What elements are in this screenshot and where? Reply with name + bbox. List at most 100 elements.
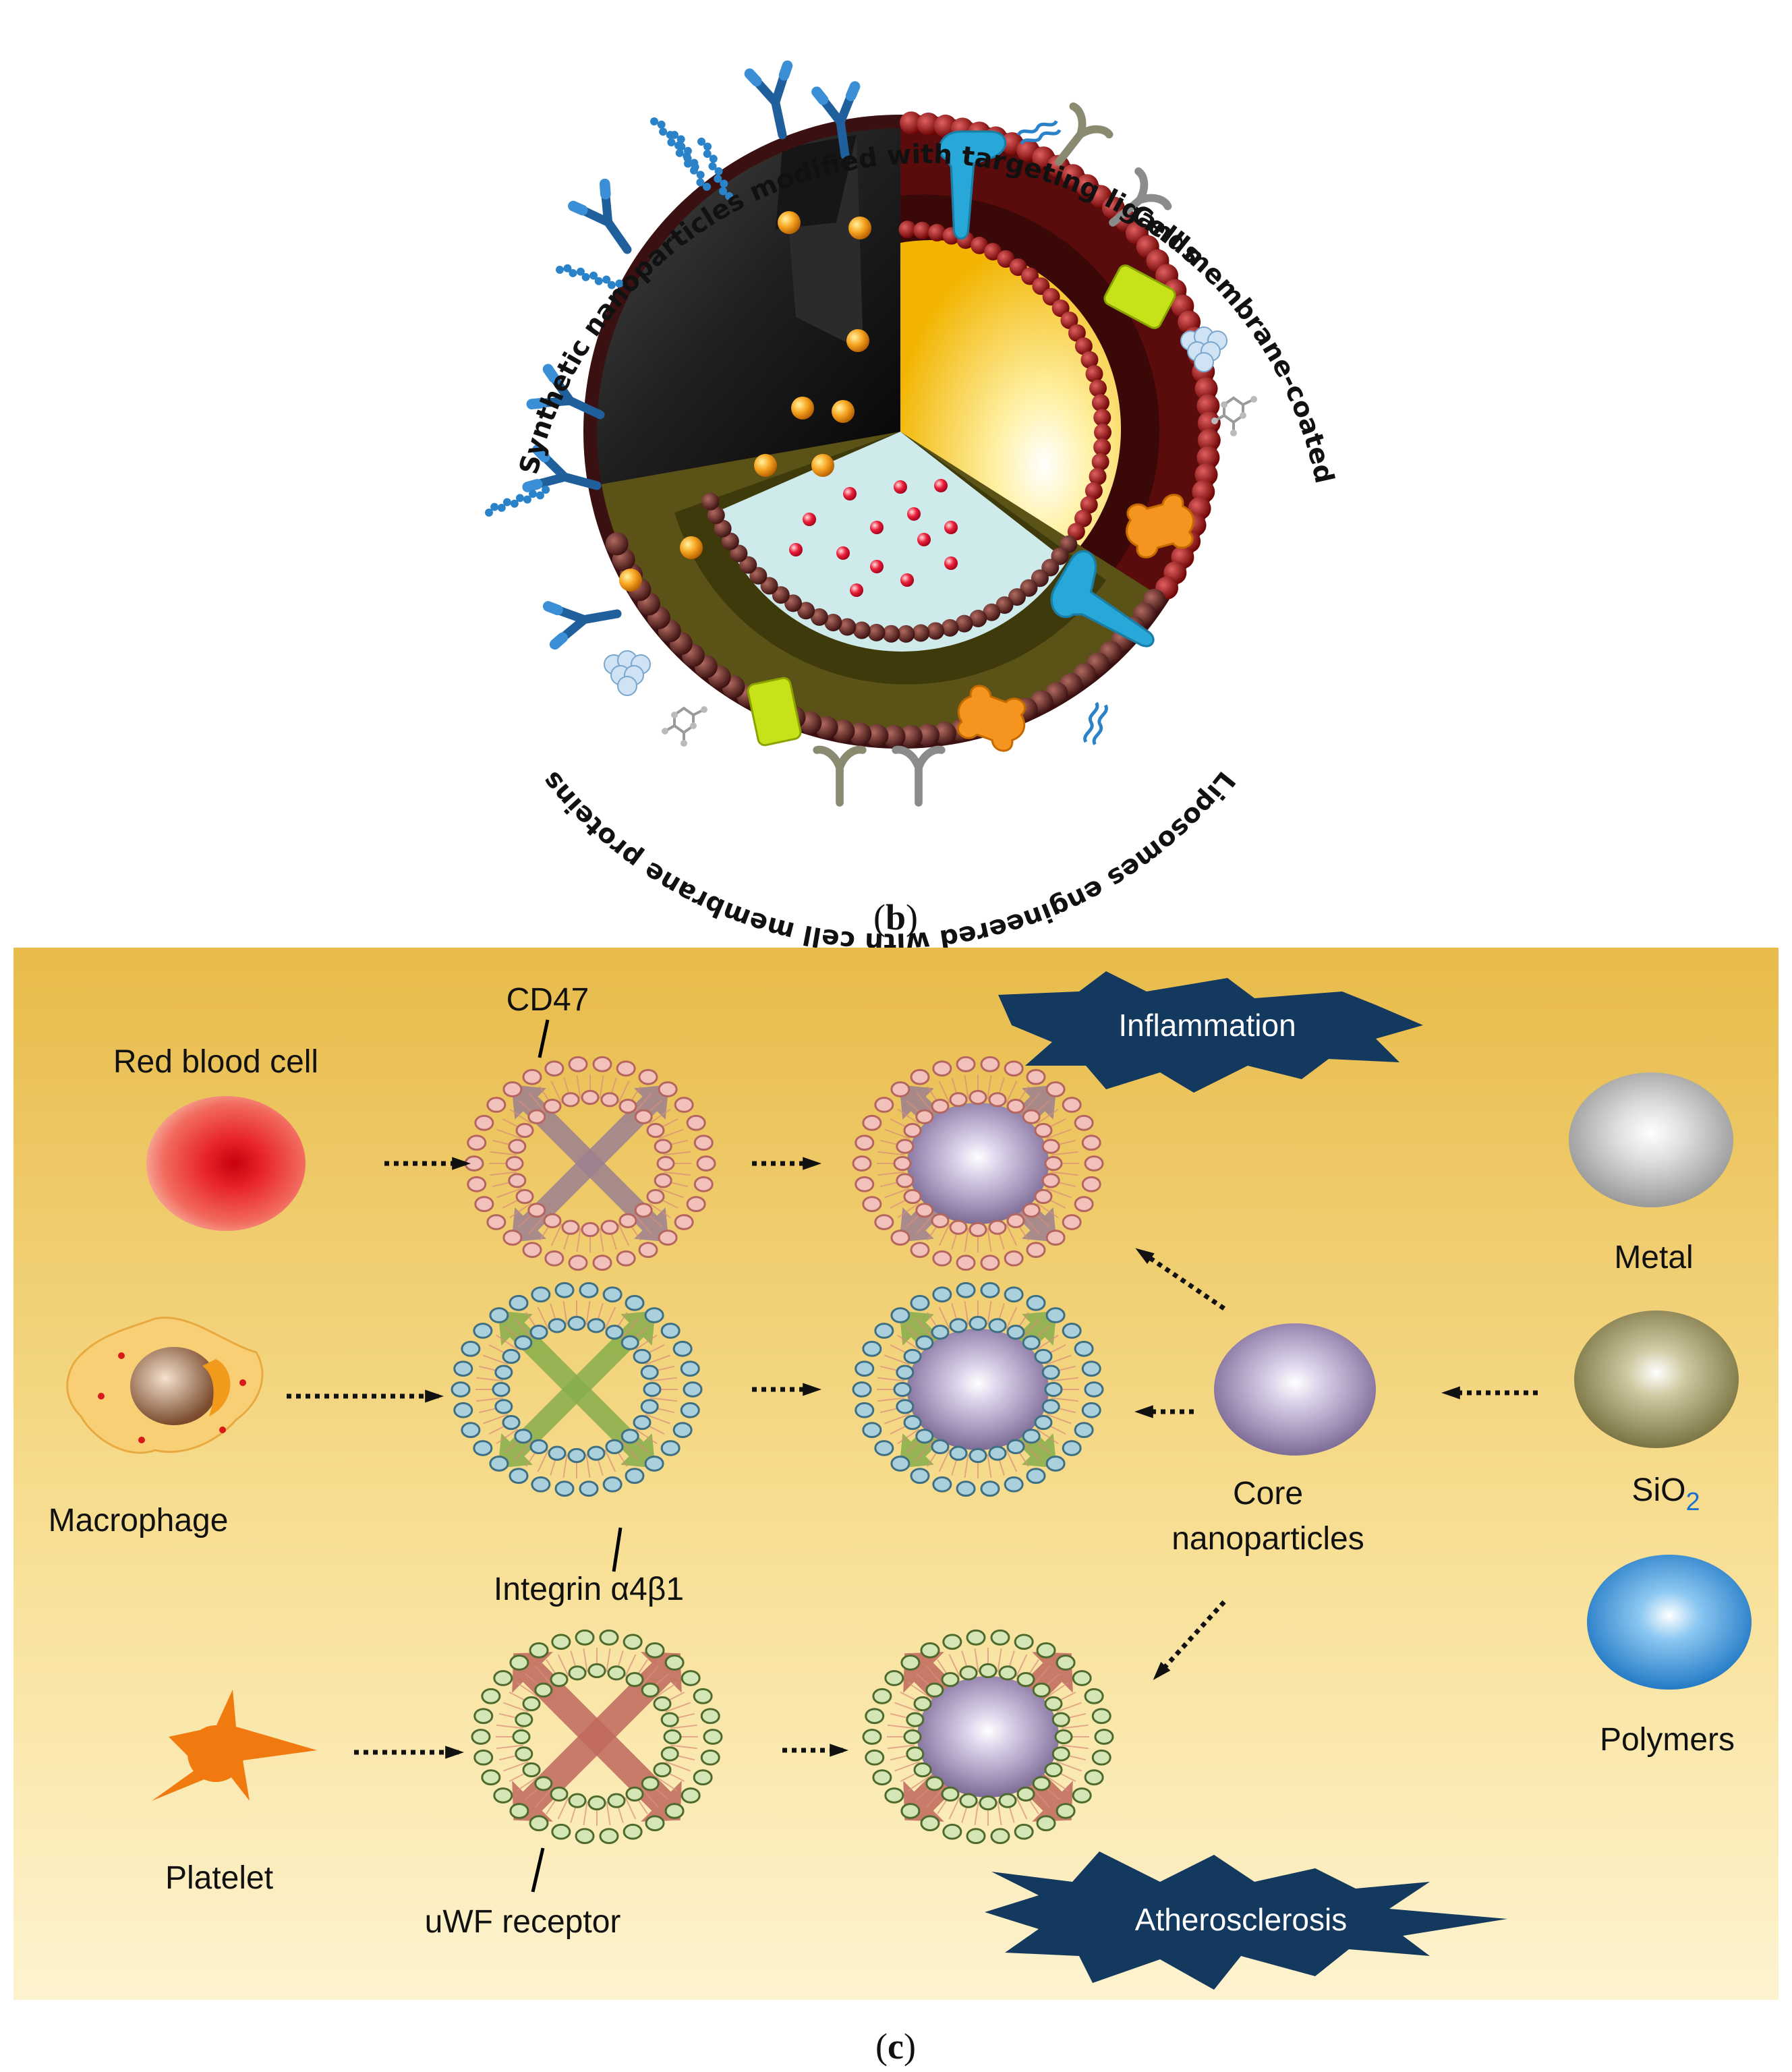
arrow-shape — [512, 1652, 607, 1747]
lipid-tail — [1046, 1354, 1072, 1365]
membrane-protein-arrow — [512, 1652, 607, 1747]
lipid-bead — [515, 1122, 534, 1139]
lipid-bead — [1026, 1242, 1046, 1259]
membrane-protein-arrow — [583, 1156, 669, 1242]
lipid-tail — [670, 1724, 697, 1729]
lipid-head — [701, 492, 720, 511]
lipid-tail — [1051, 1397, 1078, 1402]
lipid-bead — [1044, 1696, 1063, 1712]
lipid-bead — [620, 1335, 639, 1350]
lipid-bead — [1041, 1399, 1060, 1414]
lipid-bead — [529, 1815, 549, 1832]
lipid-tail — [645, 1354, 670, 1365]
drug-particle — [791, 397, 814, 420]
lipid-bead — [581, 1089, 600, 1105]
lipid-bead — [872, 1769, 892, 1786]
lipid-bead — [681, 1670, 701, 1686]
lipid-bead — [941, 1786, 960, 1802]
lipid-bead — [561, 1092, 580, 1107]
lipid-tail — [877, 1377, 905, 1382]
lipid-tail — [1036, 1429, 1059, 1445]
membrane-protein-arrow — [498, 1382, 584, 1468]
integrin-label: Integrin α4β1 — [494, 1572, 684, 1607]
lipid-bead — [653, 1696, 672, 1712]
lipid-bead — [1045, 1230, 1066, 1246]
peptide-chain-icon — [482, 484, 553, 518]
lipid-tail — [621, 1441, 639, 1461]
lipid-bead — [896, 1173, 915, 1188]
lipid-bead — [862, 1196, 882, 1213]
lipid-tail — [1061, 1724, 1089, 1729]
lipid-bead — [1022, 1203, 1041, 1218]
lipid-bead — [568, 1255, 588, 1271]
lipid-bead — [515, 1188, 534, 1205]
lipid-bead — [502, 1348, 521, 1364]
drug-particle — [846, 329, 869, 352]
lipid-head — [1067, 523, 1085, 541]
lipid-bead — [700, 1708, 720, 1725]
red-blood-cell-icon — [146, 1096, 306, 1231]
lipid-head — [1093, 424, 1111, 442]
lipid-tail — [1061, 1744, 1089, 1750]
lipid-head — [1093, 409, 1111, 427]
lipid-bead — [1094, 1729, 1114, 1745]
lipid-tail — [915, 1441, 933, 1461]
lipid-tail — [625, 1797, 637, 1820]
lipid-bead — [932, 1286, 952, 1303]
lipid-bead — [527, 1109, 546, 1124]
lipid-bead — [640, 1364, 659, 1380]
metal-sphere-icon — [1569, 1072, 1733, 1207]
lipid-head — [1197, 428, 1221, 452]
lipid-bead — [509, 1468, 529, 1485]
lipid-bead — [949, 1445, 968, 1461]
lipid-bead — [473, 1708, 494, 1725]
lipid-bead — [616, 1250, 636, 1267]
lipid-bead — [910, 1468, 930, 1485]
lipid-bead — [575, 1629, 595, 1646]
lipid-bead — [862, 1422, 882, 1439]
lipid-bead — [920, 1642, 940, 1659]
lipid-bead — [896, 1139, 915, 1154]
lipid-tail — [938, 1081, 950, 1103]
lipid-tail — [476, 1397, 504, 1402]
lipid-bead — [903, 1729, 922, 1745]
lipid-bead — [855, 1360, 875, 1377]
lipid-bead — [903, 1122, 922, 1139]
lipid-head — [1093, 438, 1111, 457]
lipid-bead — [1014, 1634, 1034, 1650]
lipid-tail — [877, 1151, 905, 1156]
lipid-bead — [969, 1221, 987, 1238]
lipid-tail — [1033, 1665, 1051, 1686]
receptor-icon — [817, 750, 863, 803]
lipid-bead — [561, 1219, 580, 1235]
lipid-bead — [884, 1670, 904, 1686]
lipid-tail — [877, 1171, 905, 1176]
lipid-bead — [515, 1712, 533, 1727]
lipid-bead — [534, 1682, 553, 1698]
integrin-pointer — [612, 1527, 623, 1572]
panel-b: Synthetic nanoparticles modified with ta… — [0, 0, 1341, 958]
lipid-tail — [877, 1397, 905, 1402]
caption-c: (c) — [875, 2026, 916, 2067]
lipid-bead — [852, 1381, 872, 1398]
lipid-tail — [897, 1203, 920, 1219]
lipid-bead — [896, 1364, 915, 1380]
lipid-tail — [987, 1228, 992, 1253]
lipid-bead — [602, 1286, 623, 1303]
lipid-bead — [486, 1097, 507, 1113]
lipid-bead — [494, 1364, 513, 1380]
lipid-bead — [1034, 1348, 1053, 1364]
aqueous-drug-dot — [843, 487, 857, 500]
lipid-bead — [605, 1325, 624, 1340]
lipid-bead — [931, 1213, 950, 1228]
lipid-bead — [644, 1456, 664, 1472]
lipid-bead — [543, 1213, 562, 1228]
lipid-tail — [884, 1354, 910, 1365]
lipid-tail — [987, 1454, 992, 1478]
lipid-bead — [587, 1445, 606, 1461]
lipid-bead — [680, 1360, 700, 1377]
wave-ligand-icon — [1018, 119, 1060, 146]
lipid-tail — [550, 1224, 562, 1246]
lipid-bead — [942, 1634, 962, 1650]
lipid-bead — [862, 1729, 882, 1745]
